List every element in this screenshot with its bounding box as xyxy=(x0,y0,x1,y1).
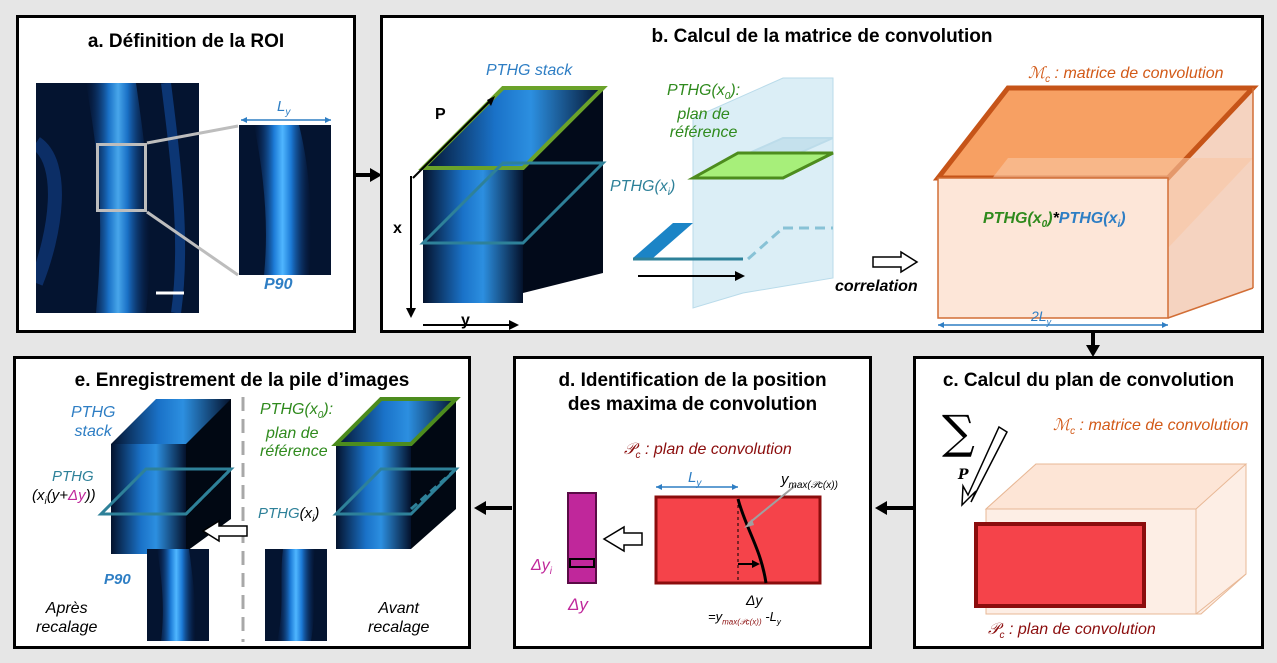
panel-a: a. Définition de la ROI Ly xyxy=(16,15,356,333)
ref-plane-label: PTHG(x0): plan de référence xyxy=(667,82,741,142)
stack-label: PTHG stack xyxy=(486,62,573,79)
p90-label-e: P90 xyxy=(104,571,131,588)
zoom-lines xyxy=(146,117,331,277)
reference-stack xyxy=(331,397,461,549)
conv-product-label: PTHG(x0)*PTHG(xi) xyxy=(983,210,1126,231)
arrow-d-to-e xyxy=(474,501,512,515)
pthg-shifted-label: PTHG (xi(y+Δy)) xyxy=(32,468,96,507)
ref-plane-label-e: PTHG(x0): plan de référence xyxy=(260,401,334,461)
dy-bottom-label: Δy xyxy=(568,595,588,614)
sum-symbol: ∑ xyxy=(942,405,975,459)
correlation-label: correlation xyxy=(835,278,918,295)
panel-c-title: c. Calcul du plan de convolution xyxy=(942,370,1235,391)
panel-c: c. Calcul du plan de convolution ∑ P ℳc … xyxy=(913,356,1264,649)
dyi-label: Δyi xyxy=(531,557,552,578)
hollow-arrow-correlation xyxy=(872,250,919,274)
convolution-plane-detail xyxy=(567,484,822,585)
before-image xyxy=(265,549,327,641)
correlation-box xyxy=(633,77,834,309)
hollow-arrow-register xyxy=(201,519,248,543)
panel-e: e. Enregistrement de la pile d’images PT… xyxy=(13,356,471,649)
p90-label: P90 xyxy=(264,276,293,293)
panel-b-title: b. Calcul de la matrice de convolution xyxy=(651,26,993,47)
two-ly-label: 2Ly xyxy=(1031,308,1052,327)
dy-label: Δy xyxy=(746,592,763,608)
divider-line xyxy=(241,397,245,642)
roi-box xyxy=(96,143,147,212)
pc-label-c: 𝒫c : plan de convolution xyxy=(988,621,1156,642)
axis-p-label: P xyxy=(435,106,446,123)
panel-d-title-2: des maxima de convolution xyxy=(567,394,818,415)
after-image xyxy=(147,549,209,641)
mc-label-c: ℳc : matrice de convolution xyxy=(1053,417,1249,438)
ly-label: Ly xyxy=(277,98,291,118)
plane-projection xyxy=(961,425,1248,615)
arrow-a-to-b xyxy=(354,168,382,182)
panel-a-title: a. Définition de la ROI xyxy=(87,31,285,52)
panel-d-title-1: d. Identification de la position xyxy=(558,370,827,391)
panel-d: d. Identification de la position des max… xyxy=(513,356,872,649)
dy-equation: =ymax(𝒫c(x)) -Ly xyxy=(708,609,781,627)
roi-source-image xyxy=(36,83,199,313)
arrow-c-to-d xyxy=(875,501,913,515)
convolution-matrix xyxy=(932,85,1259,328)
pthg-xi-label: PTHG(xi) xyxy=(610,178,676,199)
pthg-stack xyxy=(406,86,608,330)
ymax-label: ymax(𝒫c(x)) xyxy=(781,471,838,491)
panel-e-title: e. Enregistrement de la pile d’images xyxy=(74,370,410,391)
arrow-b-to-c xyxy=(1086,333,1100,357)
pthg-xi-label-e: PTHG(xi) xyxy=(258,505,320,525)
pc-label-d: 𝒫c : plan de convolution xyxy=(624,441,792,462)
axis-y-label: y xyxy=(461,312,470,329)
roi-zoom-image xyxy=(239,125,331,275)
registered-stack xyxy=(97,399,235,559)
mc-label: ℳc : matrice de convolution xyxy=(1028,65,1224,86)
ly-label-d: Ly xyxy=(688,469,702,489)
sum-p-label: P xyxy=(958,467,969,483)
axis-x-label: x xyxy=(393,220,402,237)
panel-b: b. Calcul de la matrice de convolution P… xyxy=(380,15,1264,333)
